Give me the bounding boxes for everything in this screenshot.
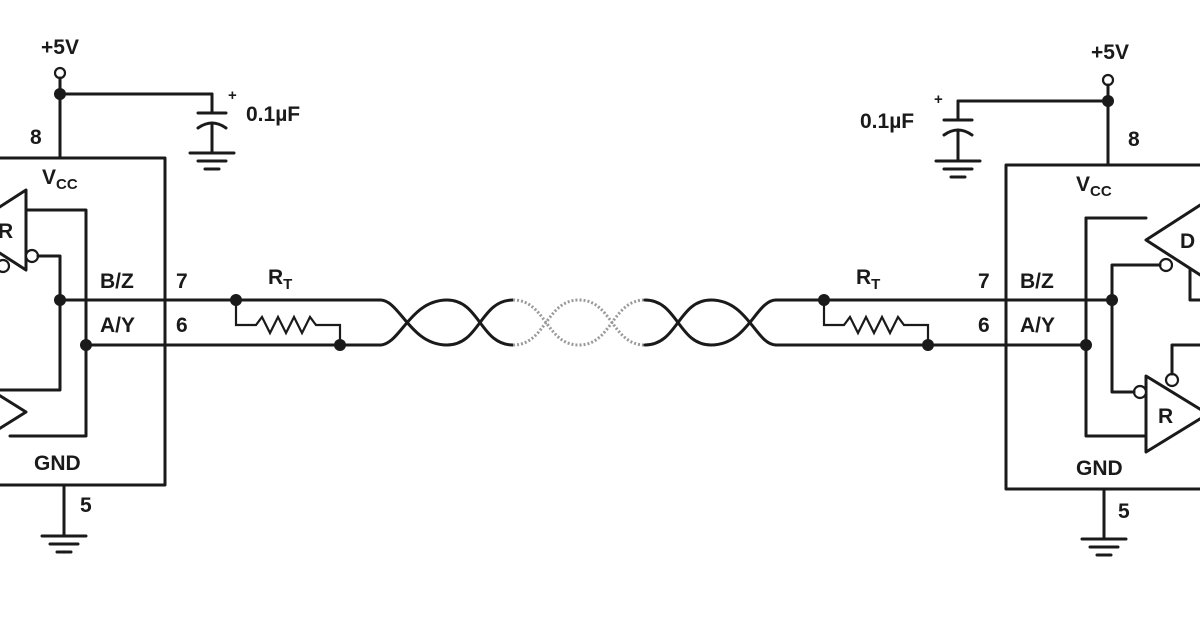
right-supply-label: +5V (1091, 41, 1129, 64)
left-driver-outb-wire (8, 343, 88, 438)
right-receiver-b-wire (1110, 298, 1136, 394)
right-ay-label: A/Y (1020, 314, 1055, 337)
left-receiver-amplifier: R (0, 188, 40, 274)
right-driver-input-wire (1188, 268, 1200, 302)
left-receiver-letter: R (0, 220, 13, 243)
right-receiver-inverting-input (1132, 384, 1148, 400)
right-receiver-letter: R (1158, 405, 1173, 428)
right-pin-gnd: 5 (1118, 500, 1130, 523)
right-receiver-a-wire (1084, 343, 1148, 438)
cable-twist-2a (512, 298, 646, 347)
right-bz-label: B/Z (1020, 270, 1054, 293)
left-pin-bz: 7 (176, 270, 188, 293)
cable-twist-3a (643, 298, 778, 347)
right-receiver-enable-bubble (1164, 372, 1180, 388)
right-gnd-label: GND (1076, 457, 1123, 480)
twisted-pair-cable (378, 298, 778, 347)
left-receiver-b-wire (24, 208, 88, 347)
left-pin-vcc: 8 (30, 126, 42, 149)
right-transceiver: +5V + 0.1µF 8 VCC D R (860, 41, 1200, 557)
right-pin-bz: 7 (978, 270, 990, 293)
cable-twist-3b (643, 298, 778, 347)
right-pin-vcc: 8 (1128, 128, 1140, 151)
right-bus-section: RT (774, 266, 1114, 351)
left-ground-symbol (40, 534, 88, 554)
left-receiver-enable-bubble (0, 258, 11, 274)
left-gnd-label: GND (34, 452, 81, 475)
left-pin-ay: 6 (176, 314, 188, 337)
left-cap-value: 0.1µF (246, 103, 300, 126)
right-capacitor (942, 118, 974, 162)
right-driver-letter: D (1180, 230, 1195, 253)
right-ground-symbol (1080, 537, 1128, 557)
cable-twist-1b (378, 298, 515, 347)
left-supply-label: +5V (41, 36, 79, 59)
left-ay-label: A/Y (100, 314, 135, 337)
right-driver-inverting-output (1158, 257, 1174, 273)
right-receiver-enable-wire (1170, 343, 1200, 376)
left-receiver-a-wire (36, 254, 62, 302)
right-rt-label: RT (856, 266, 880, 293)
right-bz-junction (1106, 294, 1118, 306)
right-pin-ay: 6 (978, 314, 990, 337)
left-driver-amplifier (0, 393, 28, 431)
left-bus-section: RT (58, 266, 382, 351)
right-receiver-amplifier: R (1132, 372, 1200, 454)
left-bz-label: B/Z (100, 270, 134, 293)
left-rt-label: RT (268, 266, 292, 293)
cable-twist-1a (378, 298, 515, 347)
right-vcc-label: VCC (1076, 173, 1112, 200)
right-driver-amplifier: D (1144, 203, 1200, 277)
left-driver-out-wire (0, 298, 62, 392)
left-cap-ground-symbol (188, 151, 236, 171)
right-ay-junction (1080, 339, 1092, 351)
left-pin-gnd: 5 (80, 494, 92, 517)
left-capacitor (196, 111, 228, 154)
left-receiver-inverting-input (24, 248, 40, 264)
right-ic-body (1004, 163, 1200, 491)
left-termination-resistor (234, 300, 342, 345)
left-transceiver: +5V + 0.1µF 8 VCC R (0, 36, 300, 554)
right-cap-value: 0.1µF (860, 110, 914, 133)
left-cap-polarity: + (228, 87, 237, 104)
right-termination-resistor (822, 300, 930, 345)
left-ic-body (0, 156, 167, 487)
right-driver-outb-wire (1110, 263, 1162, 302)
right-cap-polarity: + (934, 91, 943, 108)
cable-twist-2b (512, 298, 646, 347)
right-cap-ground-symbol (934, 159, 982, 179)
left-vcc-label: VCC (42, 166, 78, 193)
